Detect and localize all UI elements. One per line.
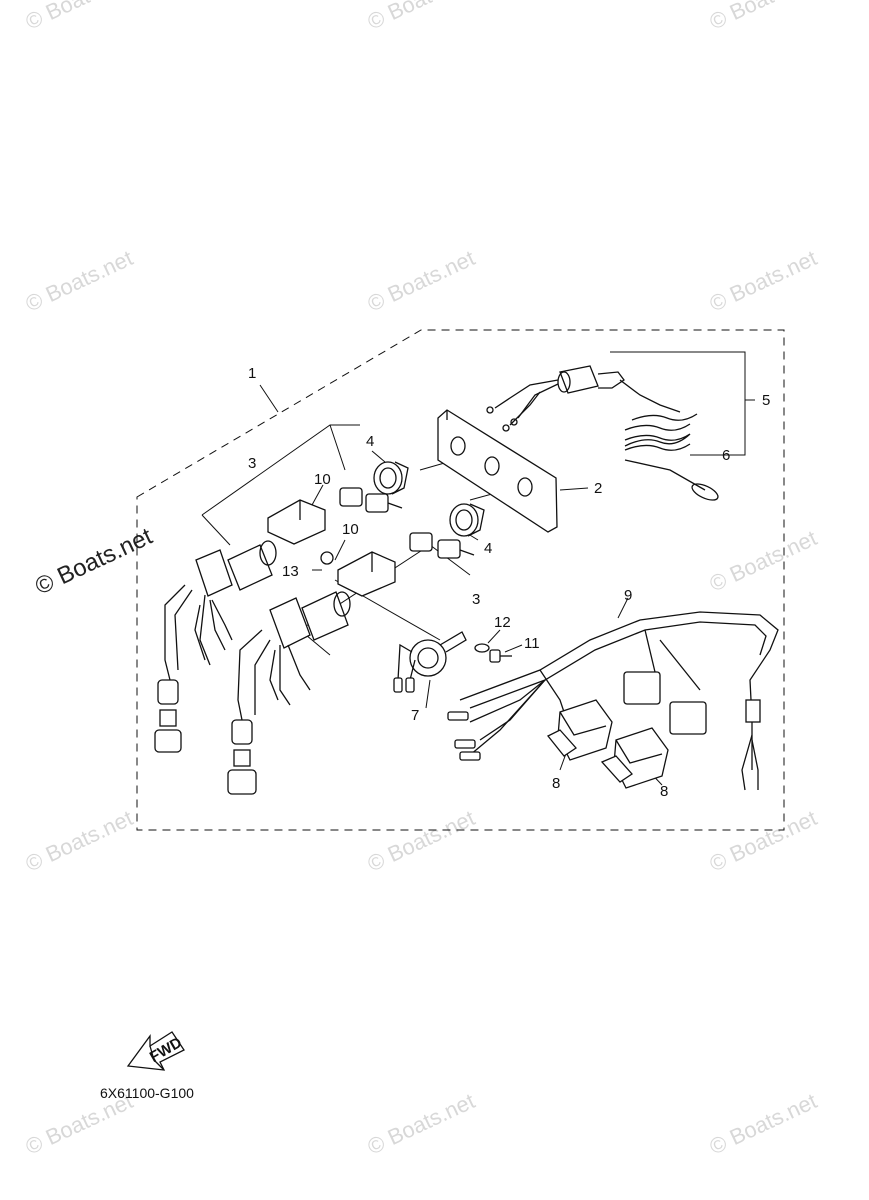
watermark-symbol: © [22,1130,47,1160]
watermark-symbol: © [364,5,389,35]
washer [474,643,490,653]
watermark-symbol: © [364,287,389,317]
assembly-boundary [136,329,785,831]
watermark-large: © Boats.net [31,523,157,601]
mounting-plate [437,409,558,533]
watermark-text: Boats.net [42,0,137,25]
svg-text:© Boats.net: © Boats.net [22,805,137,876]
callout-1: 1 [248,365,256,382]
watermark-text: Boats.net [726,0,821,25]
callout-5: 5 [762,392,770,409]
main-switch-upper [154,540,277,753]
svg-text:© Boats.net: © Boats.net [22,245,137,316]
callout-12: 12 [494,614,511,631]
cap-upper [373,461,409,495]
watermark-symbol: © [706,287,731,317]
watermark-text: Boats.net [384,0,479,25]
bracket-upper [267,499,326,545]
svg-text:© Boats.net: © Boats.net [364,245,479,316]
screw [489,649,512,663]
svg-text:© Boats.net: © Boats.net [706,0,821,35]
watermark-text: Boats.net [726,525,821,587]
svg-text:© Boats.net: © Boats.net [364,805,479,876]
watermark-text: Boats.net [42,245,137,307]
watermark-text: Boats.net [726,805,821,867]
callout-13: 13 [282,563,299,580]
watermark-symbol: © [22,5,47,35]
wiring-harness [447,611,779,791]
callout-4-upper: 4 [366,433,374,450]
callout-10-lower: 10 [342,521,359,538]
watermark-symbol: © [364,847,389,877]
svg-text:© Boats.net: © Boats.net [364,1088,479,1159]
watermark-symbol: © [706,847,731,877]
svg-text:© Boats.net: © Boats.net [706,1088,821,1159]
diagram-code: 6X61100-G100 [100,1085,194,1101]
callout-7: 7 [411,707,419,724]
callout-3-upper: 3 [248,455,256,472]
main-switch-lower [227,591,351,795]
watermark-text: Boats.net [726,245,821,307]
watermark-symbol: © [364,1130,389,1160]
watermark-text: Boats.net [42,805,137,867]
svg-text:© Boats.net: © Boats.net [706,805,821,876]
callout-10-upper: 10 [314,471,331,488]
fwd-arrow-icon: FWD [126,1031,185,1071]
bracket-lower [337,551,396,597]
callout-4-lower: 4 [484,540,492,557]
buzzer [393,631,467,693]
watermark-text: Boats.net [384,805,479,867]
callout-8-lower: 8 [660,783,668,800]
callout-3-lower: 3 [472,591,480,608]
watermark-symbol: © [31,568,59,600]
nut [320,551,334,565]
watermark-symbol: © [706,1130,731,1160]
svg-text:© Boats.net: © Boats.net [22,0,137,35]
watermark-text: Boats.net [384,1088,479,1150]
stop-switch [486,365,719,501]
svg-text:© Boats.net: © Boats.net [706,245,821,316]
svg-text:© Boats.net: © Boats.net [364,0,479,35]
watermark-text: Boats.net [726,1088,821,1150]
relay-upper [546,699,613,761]
callout-9: 9 [624,587,632,604]
key-upper [339,487,403,513]
callout-8-upper: 8 [552,775,560,792]
watermark-text: Boats.net [53,523,157,590]
callout-2: 2 [594,480,602,497]
watermark-text: Boats.net [384,245,479,307]
leader-lines [201,351,755,786]
callouts: 1 2 3 3 4 4 5 6 7 8 8 9 10 10 11 12 13 [248,365,770,800]
watermark-symbol: © [22,287,47,317]
cap-lower [449,503,485,537]
watermark-symbol: © [706,567,731,597]
watermark-symbol: © [22,847,47,877]
watermarks: © Boats.net © Boats.net © Boats.net © Bo… [22,0,821,1160]
relay-lower [600,727,669,789]
svg-text:© Boats.net: © Boats.net [706,525,821,596]
callout-11: 11 [524,635,540,652]
watermark-symbol: © [706,5,731,35]
callout-6: 6 [722,447,730,464]
svg-text:© Boats.net: © Boats.net [31,523,157,601]
key-lower [409,532,475,559]
